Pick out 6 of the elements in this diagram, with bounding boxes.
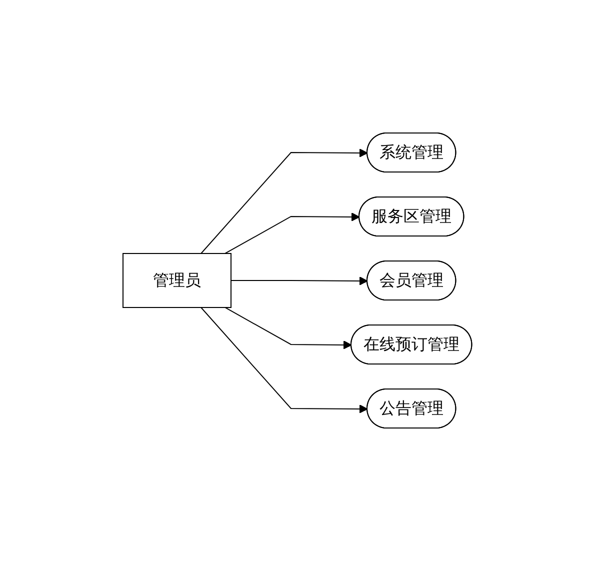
arrow (200, 307, 368, 414)
node-box: 管理员 (122, 253, 232, 308)
arrow (224, 307, 352, 350)
arrow (200, 148, 368, 254)
arrow (224, 212, 360, 254)
arrow (230, 276, 368, 286)
